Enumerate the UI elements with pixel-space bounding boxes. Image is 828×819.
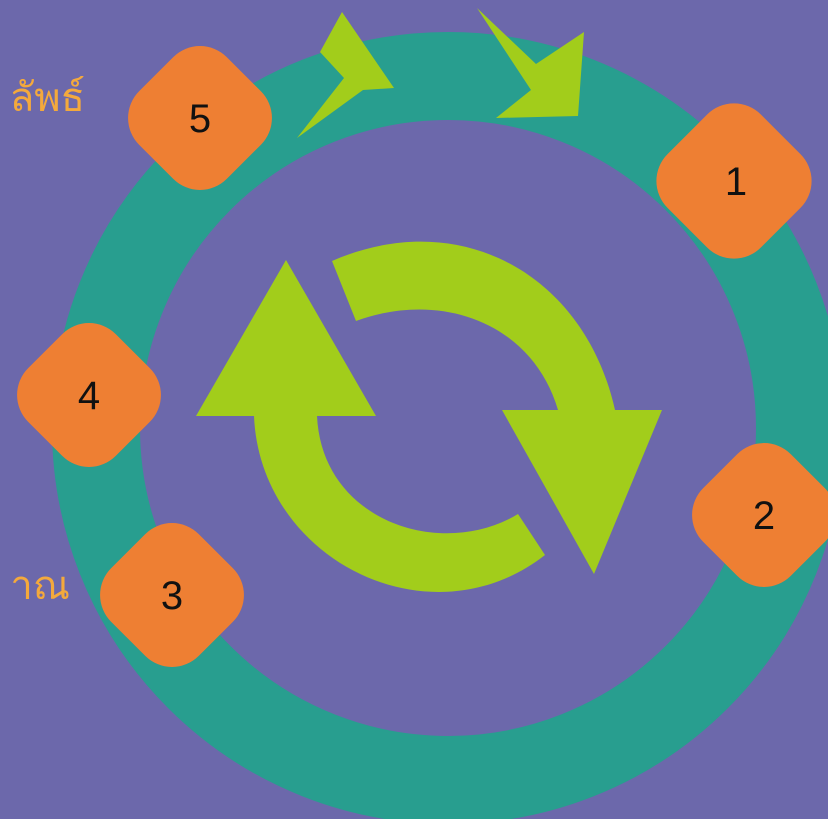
center-cycle-arrows bbox=[196, 241, 662, 592]
side-label-bottom: าณ bbox=[10, 563, 70, 609]
badge-diamond bbox=[656, 103, 812, 259]
top-arrow-right bbox=[477, 8, 584, 118]
side-label-top: ลัพธ์ bbox=[9, 75, 85, 121]
top-arrow-left bbox=[297, 12, 394, 138]
step-number-5: 5 bbox=[189, 97, 211, 141]
step-number-2: 2 bbox=[753, 494, 775, 538]
badge-diamond bbox=[128, 46, 272, 190]
cycle-arrow-right bbox=[332, 241, 662, 574]
step-number-3: 3 bbox=[161, 574, 183, 618]
step-badge-2: 2 bbox=[692, 443, 828, 587]
step-badge-1: 1 bbox=[656, 103, 812, 259]
badge-diamond bbox=[17, 323, 161, 467]
step-badge-5: 5 bbox=[128, 46, 272, 190]
badge-diamond bbox=[100, 523, 244, 667]
cycle-arrow-left bbox=[196, 260, 545, 592]
step-number-1: 1 bbox=[725, 160, 747, 204]
step-number-4: 4 bbox=[78, 374, 100, 418]
step-badge-4: 4 bbox=[17, 323, 161, 467]
step-badge-3: 3 bbox=[100, 523, 244, 667]
badge-diamond bbox=[692, 443, 828, 587]
